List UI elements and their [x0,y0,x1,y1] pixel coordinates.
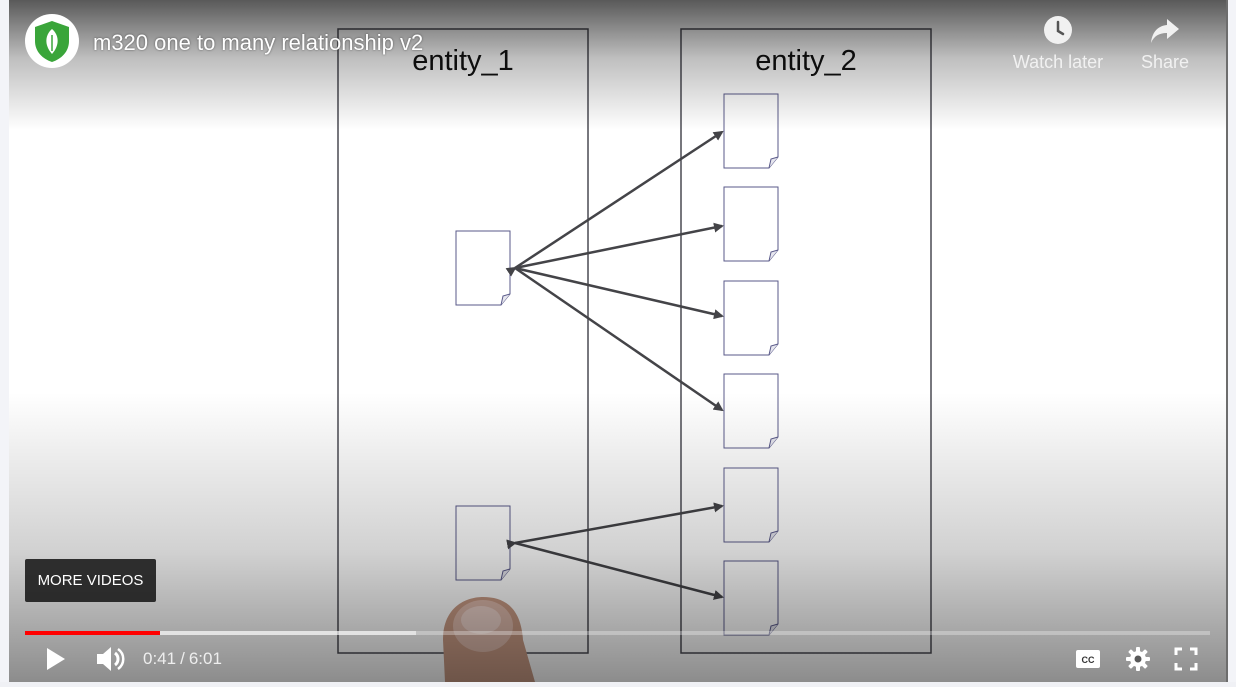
fullscreen-button[interactable] [1167,641,1205,677]
relationship-arrow [514,266,724,412]
entity-2-document-5 [723,467,779,543]
fullscreen-icon [1174,647,1198,671]
watch-later-label: Watch later [1012,52,1104,72]
gear-icon [1126,647,1150,671]
watch-later-button[interactable]: Watch later [1003,14,1113,80]
player-bottom-border [0,682,1236,687]
video-frame[interactable]: entity_1 entity_2 [9,0,1227,682]
entity-1-document-bottom [455,505,511,581]
share-arrow-icon [1151,19,1179,43]
svg-text:CC: CC [1082,655,1095,665]
progress-bar[interactable] [25,631,1210,635]
entity-2-label: entity_2 [755,45,857,77]
relationship-arrow [514,222,724,270]
volume-icon [97,647,125,671]
entity-1-document-top [455,230,511,306]
captions-icon: CC [1076,650,1100,668]
entity-2-document-2 [723,186,779,262]
current-time: 0:41 [143,649,177,668]
presenter-finger [443,597,535,682]
settings-button[interactable] [1119,641,1157,677]
entity-1-label: entity_1 [412,45,514,77]
channel-avatar[interactable] [25,14,79,68]
clock-icon [1044,16,1072,44]
volume-button[interactable] [91,641,131,677]
entity-2-document-3 [723,280,779,356]
time-separator: / [180,649,185,668]
share-button[interactable]: Share [1110,14,1220,80]
duration: 6:01 [188,649,222,668]
captions-button[interactable]: CC [1069,641,1107,677]
relationship-arrow [505,130,724,277]
progress-loaded [25,631,417,635]
video-title[interactable]: m320 one to many relationship v2 [93,30,424,55]
player-right-border [1226,0,1228,682]
entity-2-document-4 [723,373,779,449]
time-display: 0:41/6:01 [143,649,222,669]
entity-2-document-1 [723,93,779,169]
more-videos-button[interactable]: MORE VIDEOS [25,559,156,602]
relationship-arrow [514,266,724,320]
play-icon [47,648,65,670]
progress-played [25,631,161,635]
video-player[interactable]: entity_1 entity_2 [9,0,1227,682]
play-button[interactable] [37,641,75,677]
leaf-shield-icon [35,21,69,62]
share-label: Share [1140,52,1190,72]
relationship-arrow [514,541,724,600]
entity-2-document-6 [723,560,779,636]
relationship-arrow [506,502,724,550]
